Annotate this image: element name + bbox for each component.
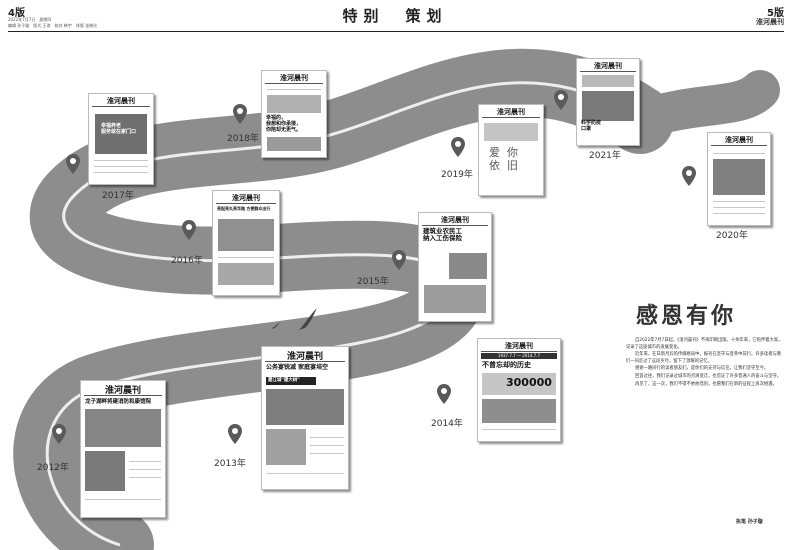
location-pin-icon — [182, 220, 196, 240]
location-pin-icon — [437, 384, 451, 404]
paper-masthead: 淮河晨刊 — [725, 135, 753, 144]
newspaper-2013: 淮河晨刊 公务宴锐减 家庭宴培空 建江城"建大树" — [261, 346, 349, 490]
paper-masthead: 淮河晨刊 — [594, 61, 622, 70]
bird-icon — [272, 322, 280, 329]
paper-headline: 幸福的， 我想和你承接， 你陪却无更气。 — [266, 115, 302, 133]
paper-masthead: 淮河晨刊 — [107, 96, 135, 105]
year-label-2018: 2018年 — [227, 134, 259, 144]
newspaper-2015: 淮河晨刊 建筑业农民工 纳入工伤保险 — [418, 212, 492, 322]
essay-paragraph: 回首过往，我们记录过城市的点滴变迁，也见证了许多普通人的奋斗与坚守。 — [635, 373, 782, 379]
newspaper-2014: 淮河晨刊 1937.7.7 — 2014.7.7 不曾忘却的历史 300000 — [477, 338, 561, 442]
location-pin-icon — [52, 424, 66, 444]
paper-headline: 公务宴锐减 家庭宴培空 — [266, 364, 329, 371]
paper-headline: 亮起亮丸亮华路 方便群众出行 — [217, 206, 271, 211]
year-label-2019: 2019年 — [441, 170, 473, 180]
location-pin-icon — [66, 154, 80, 174]
edition-date: 2022年7月7日 星期四 — [8, 17, 52, 22]
location-pin-icon — [554, 90, 568, 110]
page-header: 4版 2022年7月7日 星期四 编辑 孙子璇 版式 王琪 校对 韩宇 排版 张… — [0, 0, 792, 34]
edition-staff: 编辑 孙子璇 版式 王琪 校对 韩宇 排版 张晓光 — [8, 23, 98, 28]
page-number-right: 5版 — [767, 8, 784, 19]
essay-title: 感恩有你 — [636, 303, 737, 329]
page-number-left: 4版 — [8, 8, 25, 19]
year-label-2016: 2016年 — [171, 256, 203, 266]
paper-masthead: 淮河晨刊 — [441, 215, 469, 224]
paper-photo — [95, 114, 147, 154]
paper-masthead: 淮河晨刊 — [286, 352, 323, 362]
paper-subhead: 建江城"建大树" — [266, 377, 316, 385]
location-pin-icon — [228, 424, 242, 444]
paper-headline: 建筑业农民工 纳入工伤保险 — [423, 227, 462, 243]
paper-dates: 1937.7.7 — 2014.7.7 — [481, 353, 557, 359]
essay-signature: 执笔 孙子璇 — [736, 519, 763, 525]
newspaper-2021: 淮河晨刊 科学防疫 口罩 — [576, 58, 640, 146]
paper-headline: 龙子湖畔将建消防和康馆院 — [85, 399, 152, 405]
header-rule — [8, 31, 784, 32]
essay-paragraph: 自2022年7月7日起，《淮河晨刊》不再印刷出版。十余年来，它陪伴着大家，记录了… — [626, 338, 783, 350]
edition-meta: 2022年7月7日 星期四 编辑 孙子璇 版式 王琪 校对 韩宇 排版 张晓光 — [8, 17, 97, 29]
year-label-2013: 2013年 — [214, 459, 246, 469]
newspaper-2016: 淮河晨刊 亮起亮丸亮华路 方便群众出行 — [212, 190, 280, 296]
location-pin-icon — [233, 104, 247, 124]
paper-headline: 爱 你 依 旧 — [489, 146, 518, 172]
year-label-2017: 2017年 — [102, 191, 134, 201]
newspaper-2012: 淮河晨刊 龙子湖畔将建消防和康馆院 — [80, 380, 166, 518]
road-tail — [620, 70, 780, 140]
year-label-2012: 2012年 — [37, 463, 69, 473]
essay-paragraph: 感谢一路同行的读者朋友们，是你们的支持与信任，让我们坚守至今。 — [635, 366, 769, 372]
location-pin-icon — [451, 137, 465, 157]
essay-paragraph: 再见了，这一次，我们不得不依依惜别，也愿我们在新的征程上再次相遇。 — [635, 381, 777, 387]
section-title: 特别 策划 — [342, 7, 448, 25]
paper-masthead: 淮河晨刊 — [505, 341, 533, 350]
paper-masthead: 淮河晨刊 — [232, 193, 260, 202]
paper-headline: 科学防疫 口罩 — [581, 120, 602, 132]
paper-number: 300000 — [506, 376, 552, 389]
paper-masthead: 淮河晨刊 — [497, 107, 525, 116]
year-label-2014: 2014年 — [431, 419, 463, 429]
newspaper-2017: 淮河晨刊 幸福养老 服务就在家门口 — [88, 93, 154, 185]
newspaper-2020: 淮河晨刊 — [707, 132, 771, 226]
essay-paragraph: 近年来，在日新月异的传媒格局中，报刊在坚守与变革中前行。许多读者与我们一同走过了… — [626, 352, 782, 364]
newspaper-2019: 淮河晨刊 爱 你 依 旧 — [478, 104, 544, 196]
bird-icon — [299, 308, 317, 330]
masthead-right: 淮河晨刊 — [756, 17, 784, 26]
location-pin-icon — [682, 166, 696, 186]
newspaper-2018: 淮河晨刊 幸福的， 我想和你承接， 你陪却无更气。 — [261, 70, 327, 158]
location-pin-icon — [392, 250, 406, 270]
paper-headline: 幸福养老 服务就在家门口 — [101, 123, 137, 135]
year-label-2020: 2020年 — [716, 231, 748, 241]
year-label-2015: 2015年 — [357, 277, 389, 287]
paper-masthead: 淮河晨刊 — [104, 386, 141, 396]
paper-masthead: 淮河晨刊 — [280, 73, 308, 82]
paper-headline: 不曾忘却的历史 — [482, 360, 531, 369]
essay-body: 自2022年7月7日起，《淮河晨刊》不再印刷出版。十余年来，它陪伴着大家，记录了… — [626, 338, 784, 389]
year-label-2021: 2021年 — [589, 151, 621, 161]
